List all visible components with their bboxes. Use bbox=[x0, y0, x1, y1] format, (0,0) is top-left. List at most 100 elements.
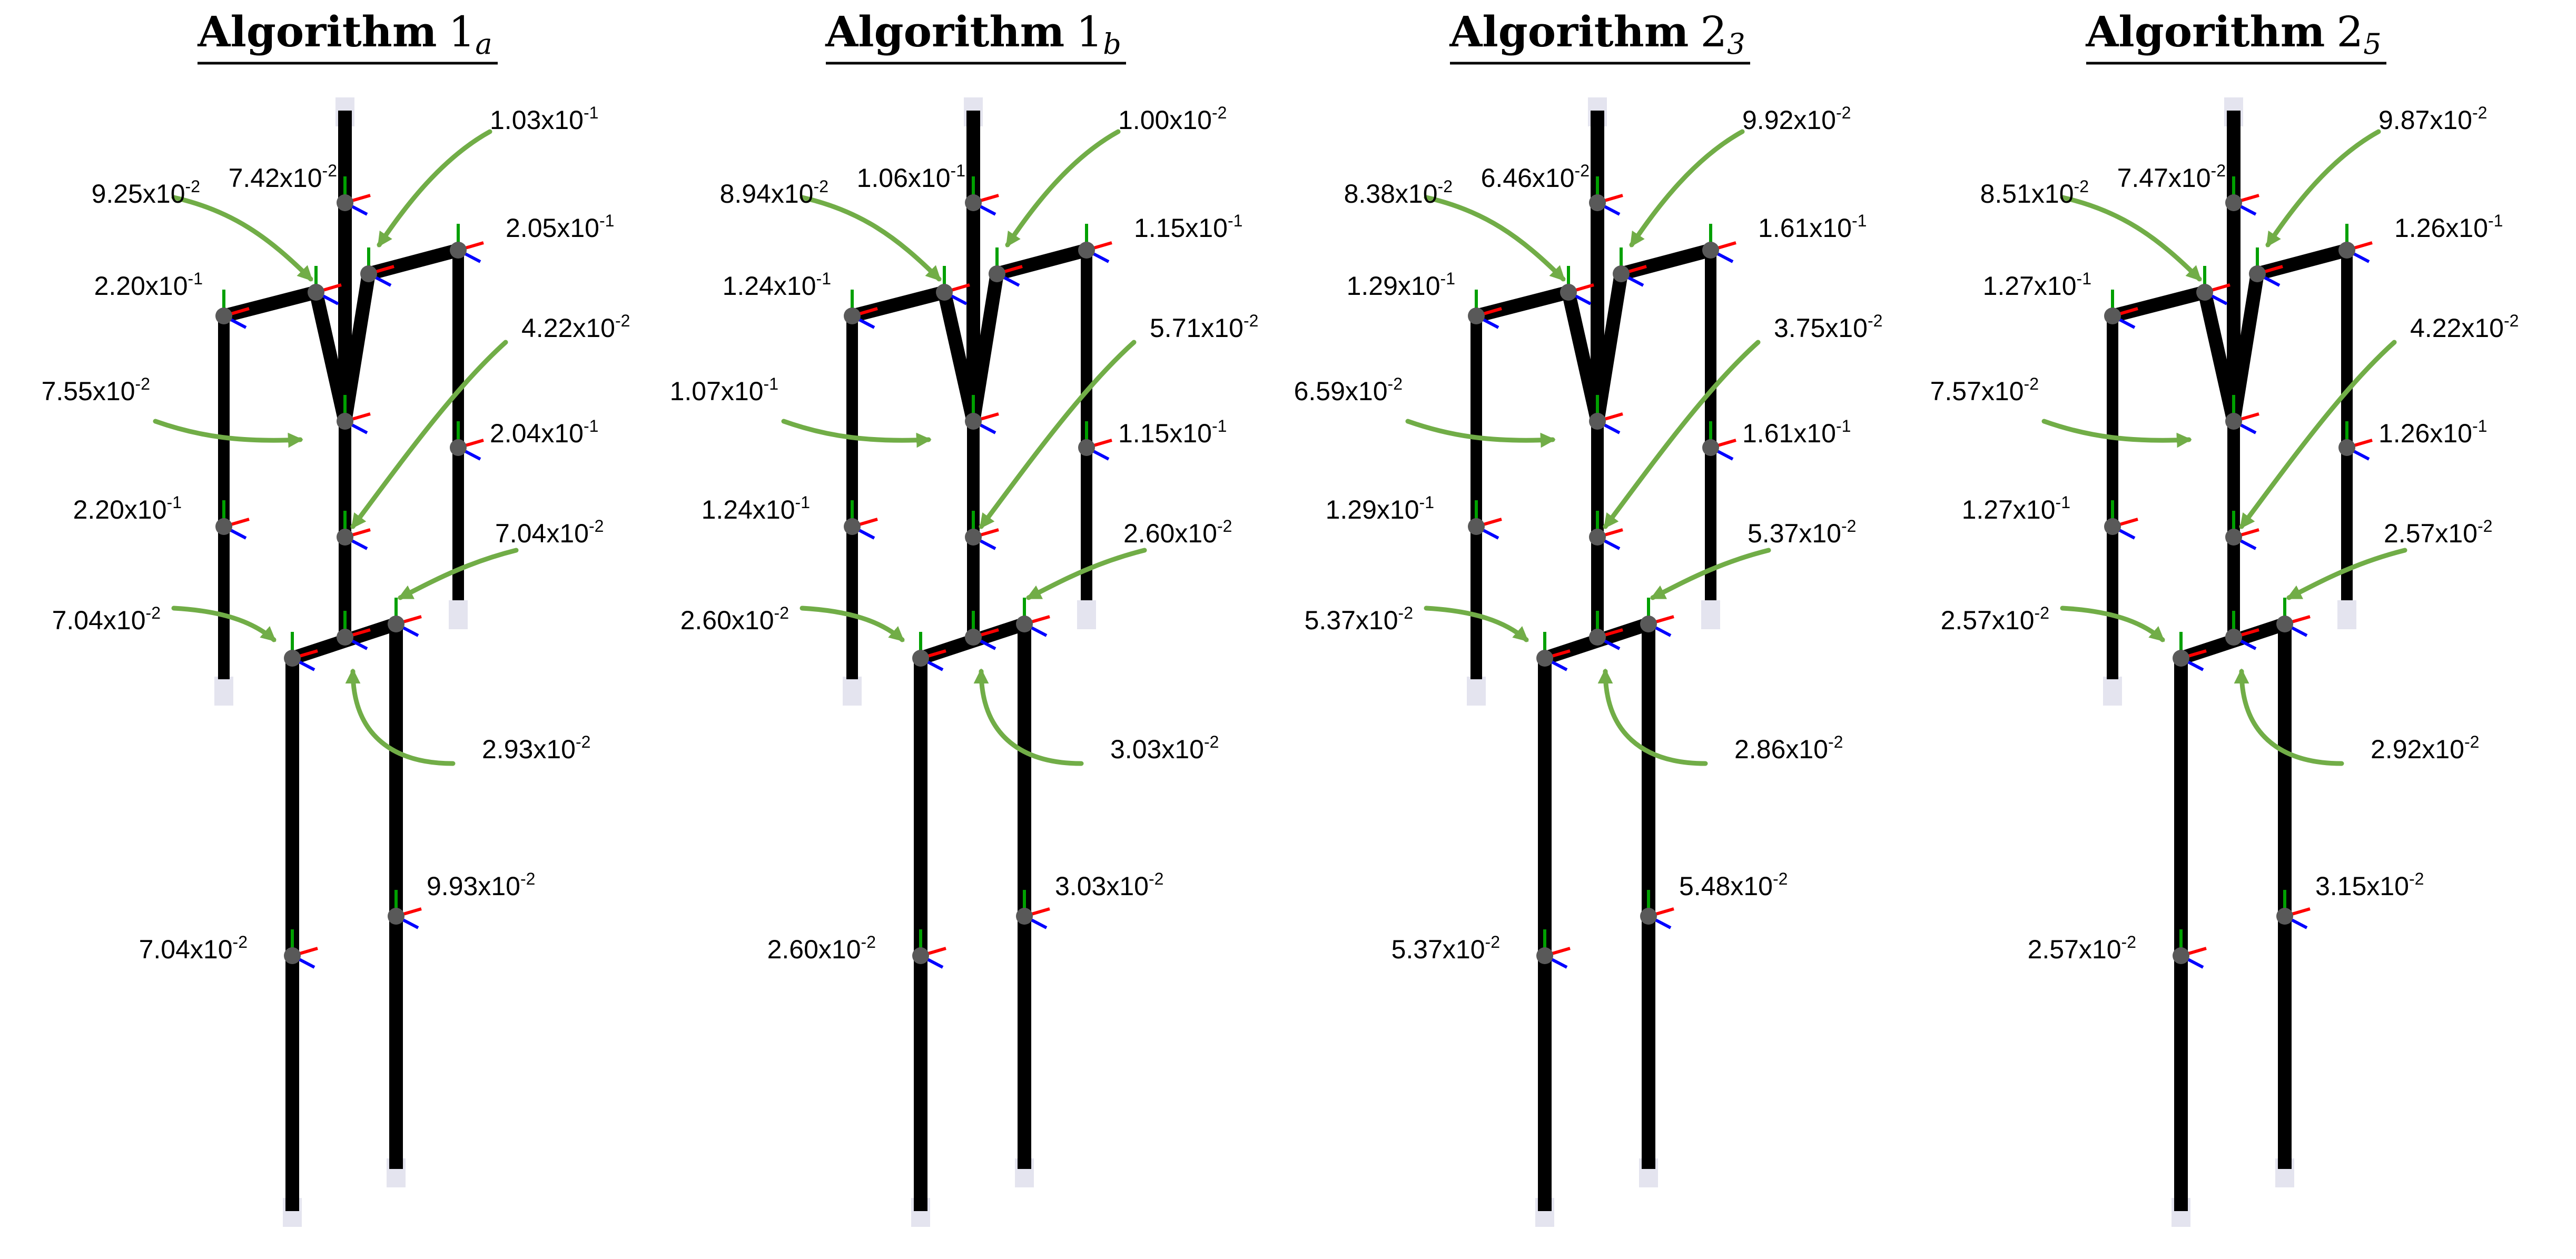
joint bbox=[1536, 947, 1553, 964]
value-label: 3.03x10-2 bbox=[1110, 732, 1219, 764]
annotation-arrow bbox=[2286, 548, 2407, 600]
joint bbox=[965, 194, 982, 211]
joint bbox=[2225, 413, 2242, 430]
bone bbox=[338, 272, 376, 423]
value-label: 2.57x10-2 bbox=[2028, 933, 2136, 964]
bone bbox=[1591, 272, 1628, 423]
title-subscript: a bbox=[475, 27, 492, 61]
joint bbox=[337, 529, 353, 546]
value-label: 2.05x10-1 bbox=[506, 211, 614, 243]
joint bbox=[2173, 947, 2189, 964]
value-label: 9.25x10-2 bbox=[92, 177, 200, 209]
annotation-arrow bbox=[1603, 340, 1761, 529]
joint bbox=[1589, 413, 1606, 430]
joint bbox=[965, 529, 982, 546]
joint bbox=[1536, 650, 1553, 667]
value-label: 1.06x10-1 bbox=[857, 161, 965, 193]
ghost-end bbox=[214, 677, 233, 706]
joint bbox=[308, 284, 324, 301]
annotation-arrow bbox=[171, 606, 277, 642]
annotation-arrow bbox=[2265, 129, 2381, 247]
bone bbox=[966, 272, 1004, 423]
title-number: 2 bbox=[1700, 7, 1727, 56]
value-label: 5.37x10-2 bbox=[1391, 933, 1500, 964]
value-label: 1.15x10-1 bbox=[1134, 211, 1242, 243]
value-label: 8.94x10-2 bbox=[720, 177, 828, 209]
value-label: 8.38x10-2 bbox=[1344, 177, 1453, 209]
joint bbox=[2104, 518, 2121, 535]
value-label: 1.27x10-1 bbox=[1983, 269, 2091, 301]
annotation-arrow bbox=[350, 340, 508, 529]
joint bbox=[337, 194, 353, 211]
value-label: 3.15x10-2 bbox=[2315, 869, 2424, 901]
annotation-arrow bbox=[800, 606, 905, 642]
bone bbox=[309, 291, 352, 423]
value-label: 2.20x10-1 bbox=[94, 269, 203, 301]
joint bbox=[215, 308, 232, 324]
joint bbox=[284, 650, 301, 667]
value-label: 9.92x10-2 bbox=[1742, 103, 1851, 135]
annotation-arrow bbox=[345, 668, 456, 766]
joint bbox=[2104, 308, 2121, 324]
annotation-arrow bbox=[973, 668, 1084, 766]
annotation-arrow bbox=[1629, 129, 1745, 247]
title-word: Algorithm bbox=[1449, 7, 1689, 56]
value-label: 1.07x10-1 bbox=[670, 374, 778, 406]
annotation-arrow bbox=[800, 195, 942, 282]
value-label: 4.22x10-2 bbox=[521, 311, 630, 343]
annotation-arrow bbox=[1005, 129, 1121, 247]
annotation-arrow bbox=[1597, 668, 1708, 766]
ghost-end bbox=[1701, 600, 1720, 629]
value-label: 1.03x10-1 bbox=[490, 103, 598, 135]
ghost-end bbox=[2103, 677, 2122, 706]
title-subscript: b bbox=[1103, 27, 1121, 61]
value-label: 2.60x10-2 bbox=[680, 603, 789, 635]
bone bbox=[1562, 291, 1604, 423]
joint bbox=[2225, 194, 2242, 211]
joint bbox=[2225, 629, 2242, 646]
joint bbox=[2338, 439, 2355, 456]
joint bbox=[450, 439, 467, 456]
value-label: 2.92x10-2 bbox=[2371, 732, 2479, 764]
joint bbox=[337, 413, 353, 430]
joint bbox=[1640, 616, 1657, 632]
joint bbox=[1078, 242, 1095, 259]
title-number: 2 bbox=[2336, 7, 2363, 56]
joint bbox=[1589, 194, 1606, 211]
joint bbox=[2173, 650, 2189, 667]
value-label: 3.03x10-2 bbox=[1055, 869, 1163, 901]
joint bbox=[965, 413, 982, 430]
annotation-arrow bbox=[1424, 195, 1566, 282]
value-label: 2.57x10-2 bbox=[1941, 603, 2049, 635]
value-label: 5.48x10-2 bbox=[1679, 869, 1788, 901]
value-label: 1.61x10-1 bbox=[1758, 211, 1867, 243]
value-label: 1.26x10-1 bbox=[2394, 211, 2503, 243]
joint bbox=[844, 308, 861, 324]
value-label: 6.46x10-2 bbox=[1481, 161, 1590, 193]
title-subscript: 5 bbox=[2363, 27, 2381, 61]
joint bbox=[1613, 265, 1630, 282]
value-label: 5.37x10-2 bbox=[1305, 603, 1413, 635]
value-label: 2.93x10-2 bbox=[482, 732, 590, 764]
joint bbox=[1016, 908, 1033, 925]
value-label: 1.00x10-2 bbox=[1118, 103, 1227, 135]
annotation-arrow bbox=[2041, 419, 2192, 448]
value-label: 7.55x10-2 bbox=[42, 374, 150, 406]
joint bbox=[1589, 629, 1606, 646]
joint bbox=[1589, 529, 1606, 546]
joint bbox=[1702, 439, 1719, 456]
value-label: 7.04x10-2 bbox=[495, 517, 604, 548]
title-word: Algorithm bbox=[825, 7, 1064, 56]
joint bbox=[2338, 242, 2355, 259]
joint bbox=[912, 650, 929, 667]
title-number: 1 bbox=[448, 7, 475, 56]
value-label: 6.59x10-2 bbox=[1294, 374, 1403, 406]
annotation-arrow bbox=[171, 195, 313, 282]
joint bbox=[1468, 308, 1485, 324]
annotation-arrow bbox=[2060, 195, 2202, 282]
